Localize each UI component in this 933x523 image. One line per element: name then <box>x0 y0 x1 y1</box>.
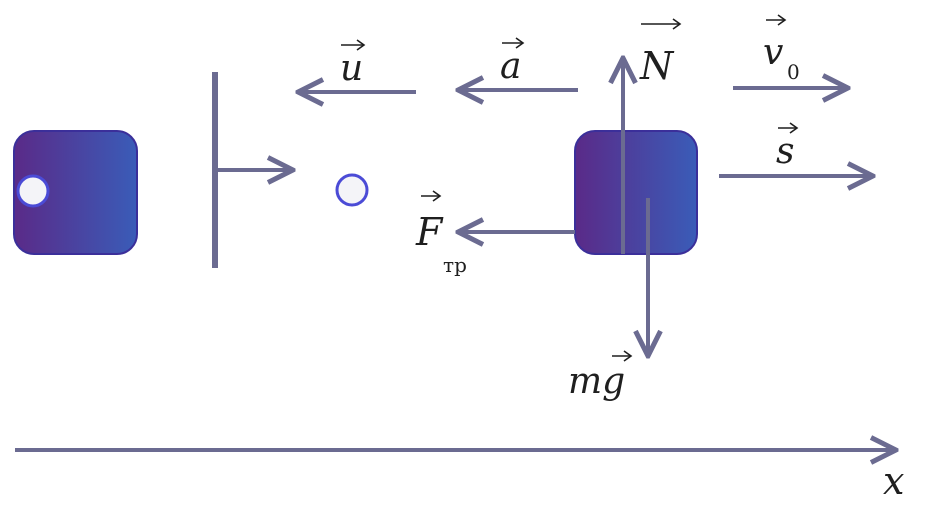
x-axis-label: x <box>883 459 904 503</box>
left-block <box>13 130 138 255</box>
svg-text:N: N <box>639 44 675 88</box>
svg-text:v: v <box>763 32 783 73</box>
svg-text:a: a <box>500 46 521 87</box>
friction-label: F тр <box>415 190 467 277</box>
svg-text:mg: mg <box>568 361 625 402</box>
svg-text:0: 0 <box>787 60 800 84</box>
N-label: N <box>639 18 682 88</box>
right-block <box>574 130 698 255</box>
u-label: u <box>340 39 366 89</box>
s-label: s <box>776 122 799 172</box>
v0-label: v 0 <box>763 14 800 84</box>
svg-text:F: F <box>415 210 444 254</box>
bullet-in-block <box>16 174 50 208</box>
a-label: a <box>500 37 525 87</box>
gravity-label: mg <box>568 350 633 402</box>
bullet <box>335 173 369 207</box>
svg-text:u: u <box>340 48 363 89</box>
svg-text:s: s <box>776 131 794 172</box>
svg-text:тр: тр <box>443 253 467 277</box>
